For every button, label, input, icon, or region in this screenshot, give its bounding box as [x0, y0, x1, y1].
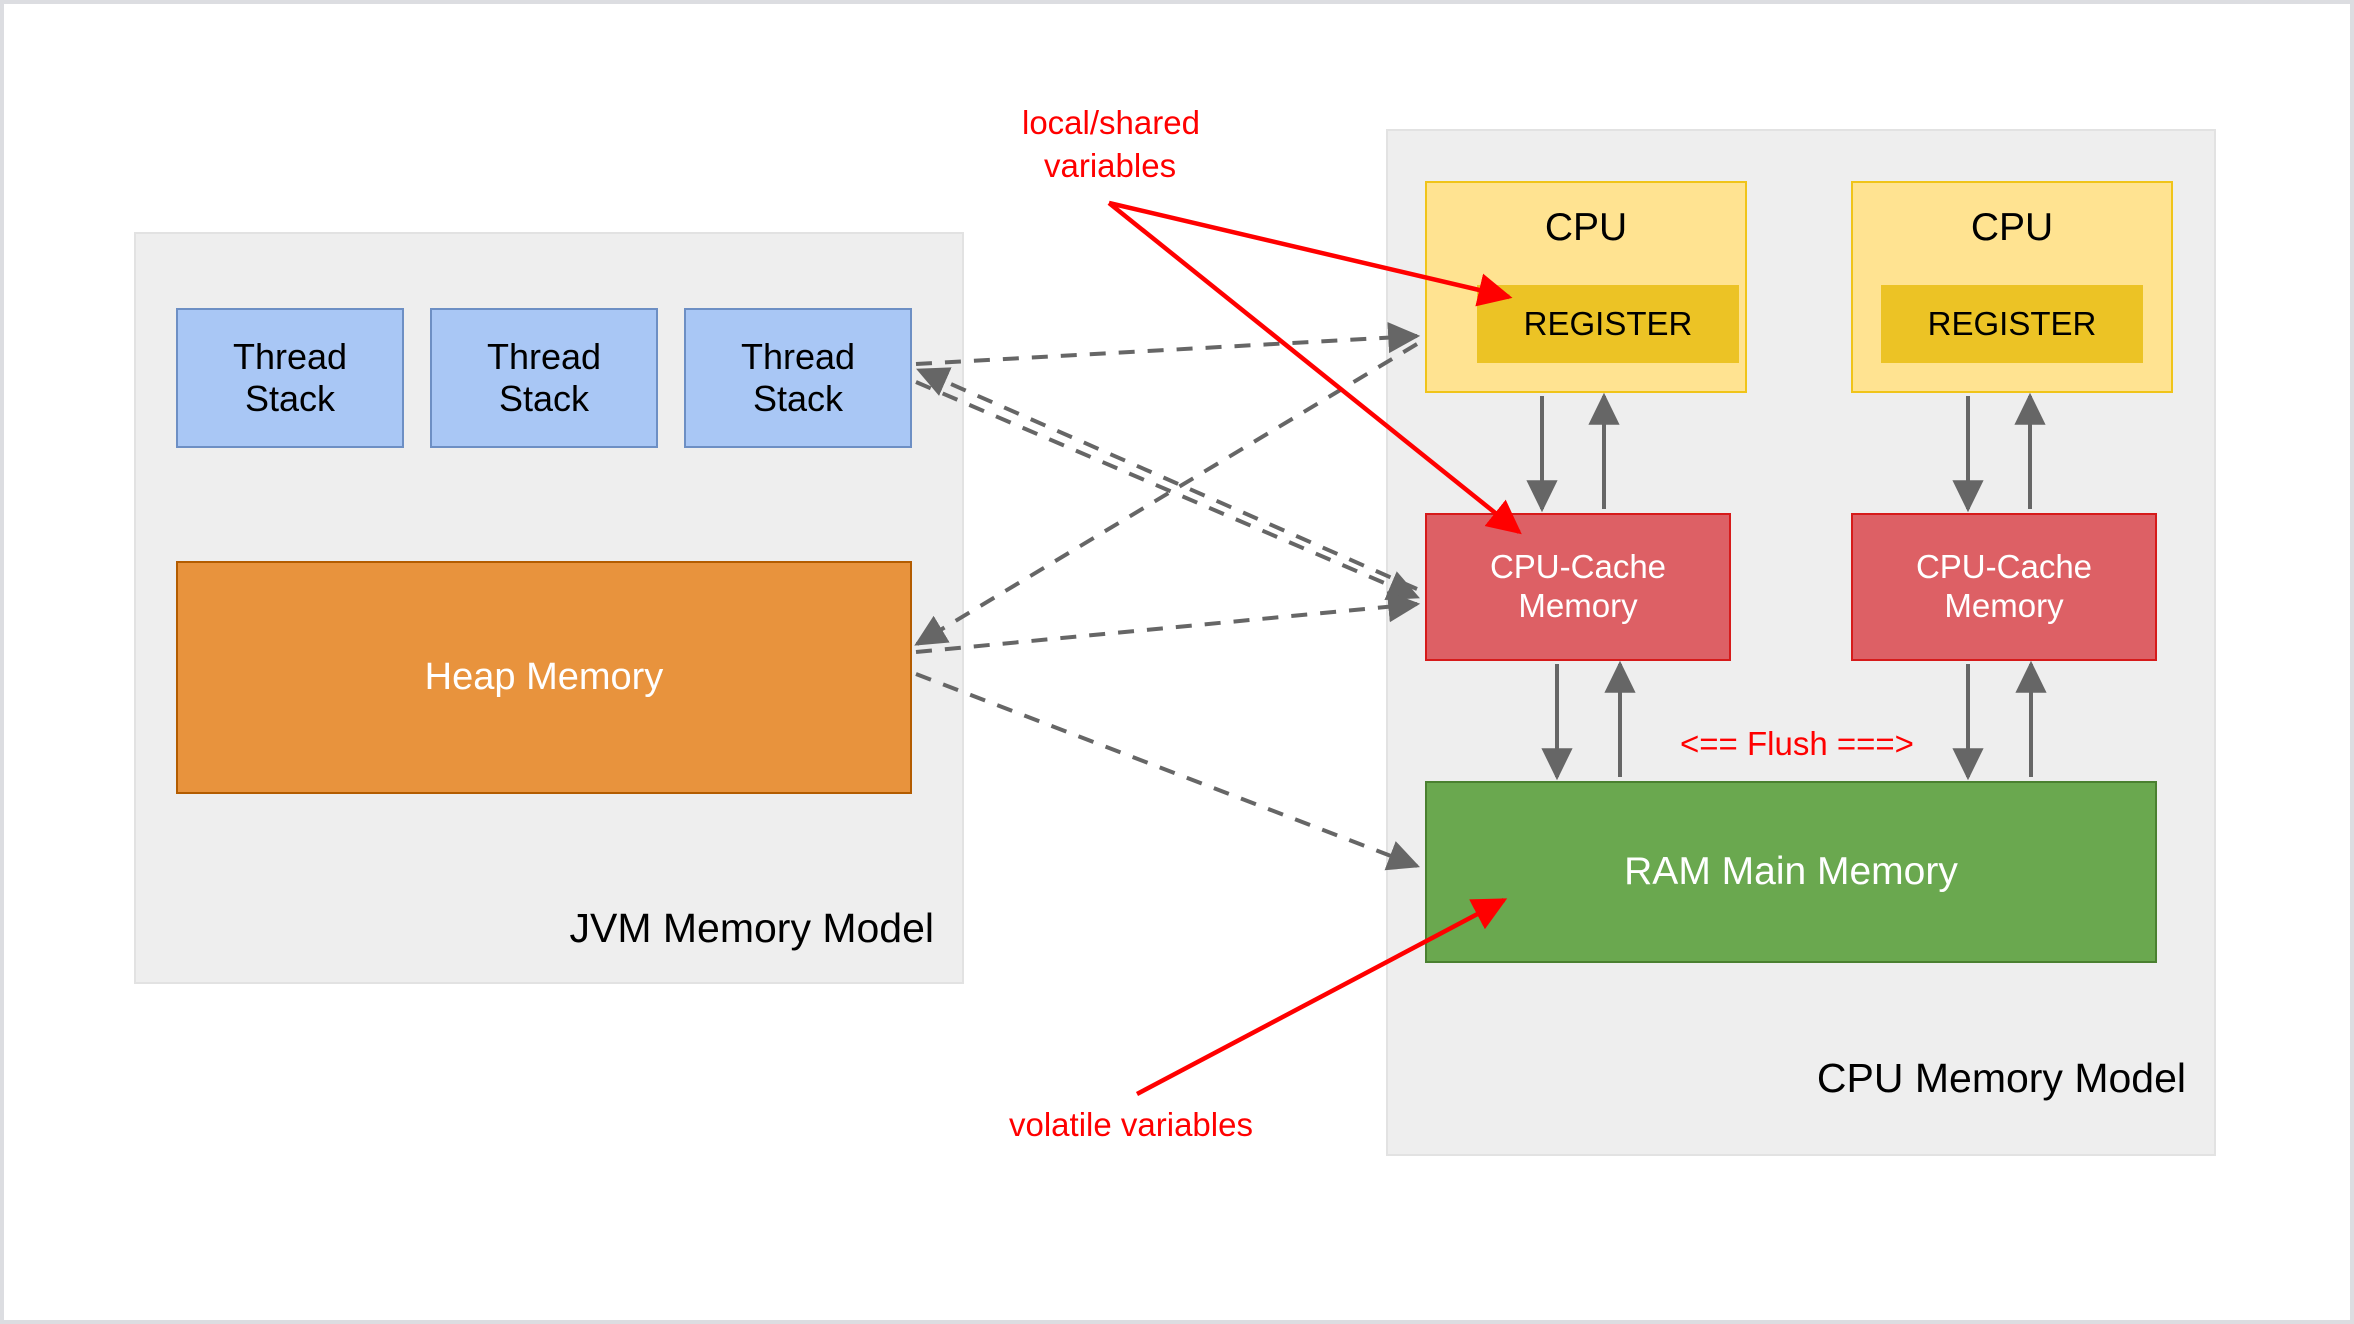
cpu-cache-label-line1: CPU-Cache	[1915, 548, 2093, 586]
dashed-arrow-threadstack-to-register	[915, 322, 1421, 366]
cpu-cache-label-line1: CPU-Cache	[1489, 548, 1667, 586]
thread-stack-label-line2: Stack	[244, 378, 336, 419]
dashed-arrow-heap-to-ram	[915, 672, 1420, 871]
cpu-cache-label-line2: Memory	[1518, 587, 1638, 624]
dashed-arrow-heap-to-cache	[915, 591, 1421, 654]
thread-stack-label-line2: Stack	[498, 378, 590, 419]
thread-stack-box-2: Thread Stack	[430, 308, 658, 448]
thread-stack-label-line2: Stack	[752, 378, 844, 419]
thread-stack-box-3: Thread Stack	[684, 308, 912, 448]
cpu-label-2: CPU	[1970, 206, 2054, 249]
cpu-cache-label-line2: Memory	[1944, 587, 2064, 624]
cpu-cache-memory-box-1: CPU-Cache Memory	[1425, 513, 1731, 661]
dashed-arrow-register-to-heap	[914, 342, 1419, 646]
register-label-2: REGISTER	[1927, 304, 2097, 342]
ram-main-memory-label: RAM Main Memory	[1624, 849, 1958, 893]
heap-memory-box: Heap Memory	[176, 561, 912, 794]
thread-stack-label-line1: Thread	[232, 335, 348, 377]
heap-memory-label: Heap Memory	[424, 656, 664, 699]
register-box-1: REGISTER	[1477, 285, 1739, 363]
cpu-box-1: CPU REGISTER	[1425, 181, 1747, 393]
thread-stack-label-line1: Thread	[740, 335, 856, 377]
ram-main-memory-box: RAM Main Memory	[1425, 781, 2157, 963]
cpu-cache-memory-box-2: CPU-Cache Memory	[1851, 513, 2157, 661]
thread-stack-label-line1: Thread	[486, 335, 602, 377]
annotation-local-shared-line1: local/shared	[1022, 104, 1200, 141]
cpu-label-1: CPU	[1544, 206, 1628, 249]
cpu-box-2: CPU REGISTER	[1851, 181, 2173, 393]
cpu-memory-model-title: CPU Memory Model	[1816, 1055, 2186, 1101]
thread-stack-box-1: Thread Stack	[176, 308, 404, 448]
annotation-volatile-variables: volatile variables	[1009, 1106, 1253, 1143]
dashed-arrow-threadstack-to-cache	[915, 380, 1420, 600]
dashed-arrow-cache-to-threadstack	[916, 367, 1418, 591]
register-box-2: REGISTER	[1881, 285, 2143, 363]
annotation-local-shared-line2: variables	[1044, 147, 1176, 184]
jvm-memory-model-title: JVM Memory Model	[569, 905, 934, 951]
register-label-1: REGISTER	[1523, 304, 1693, 342]
